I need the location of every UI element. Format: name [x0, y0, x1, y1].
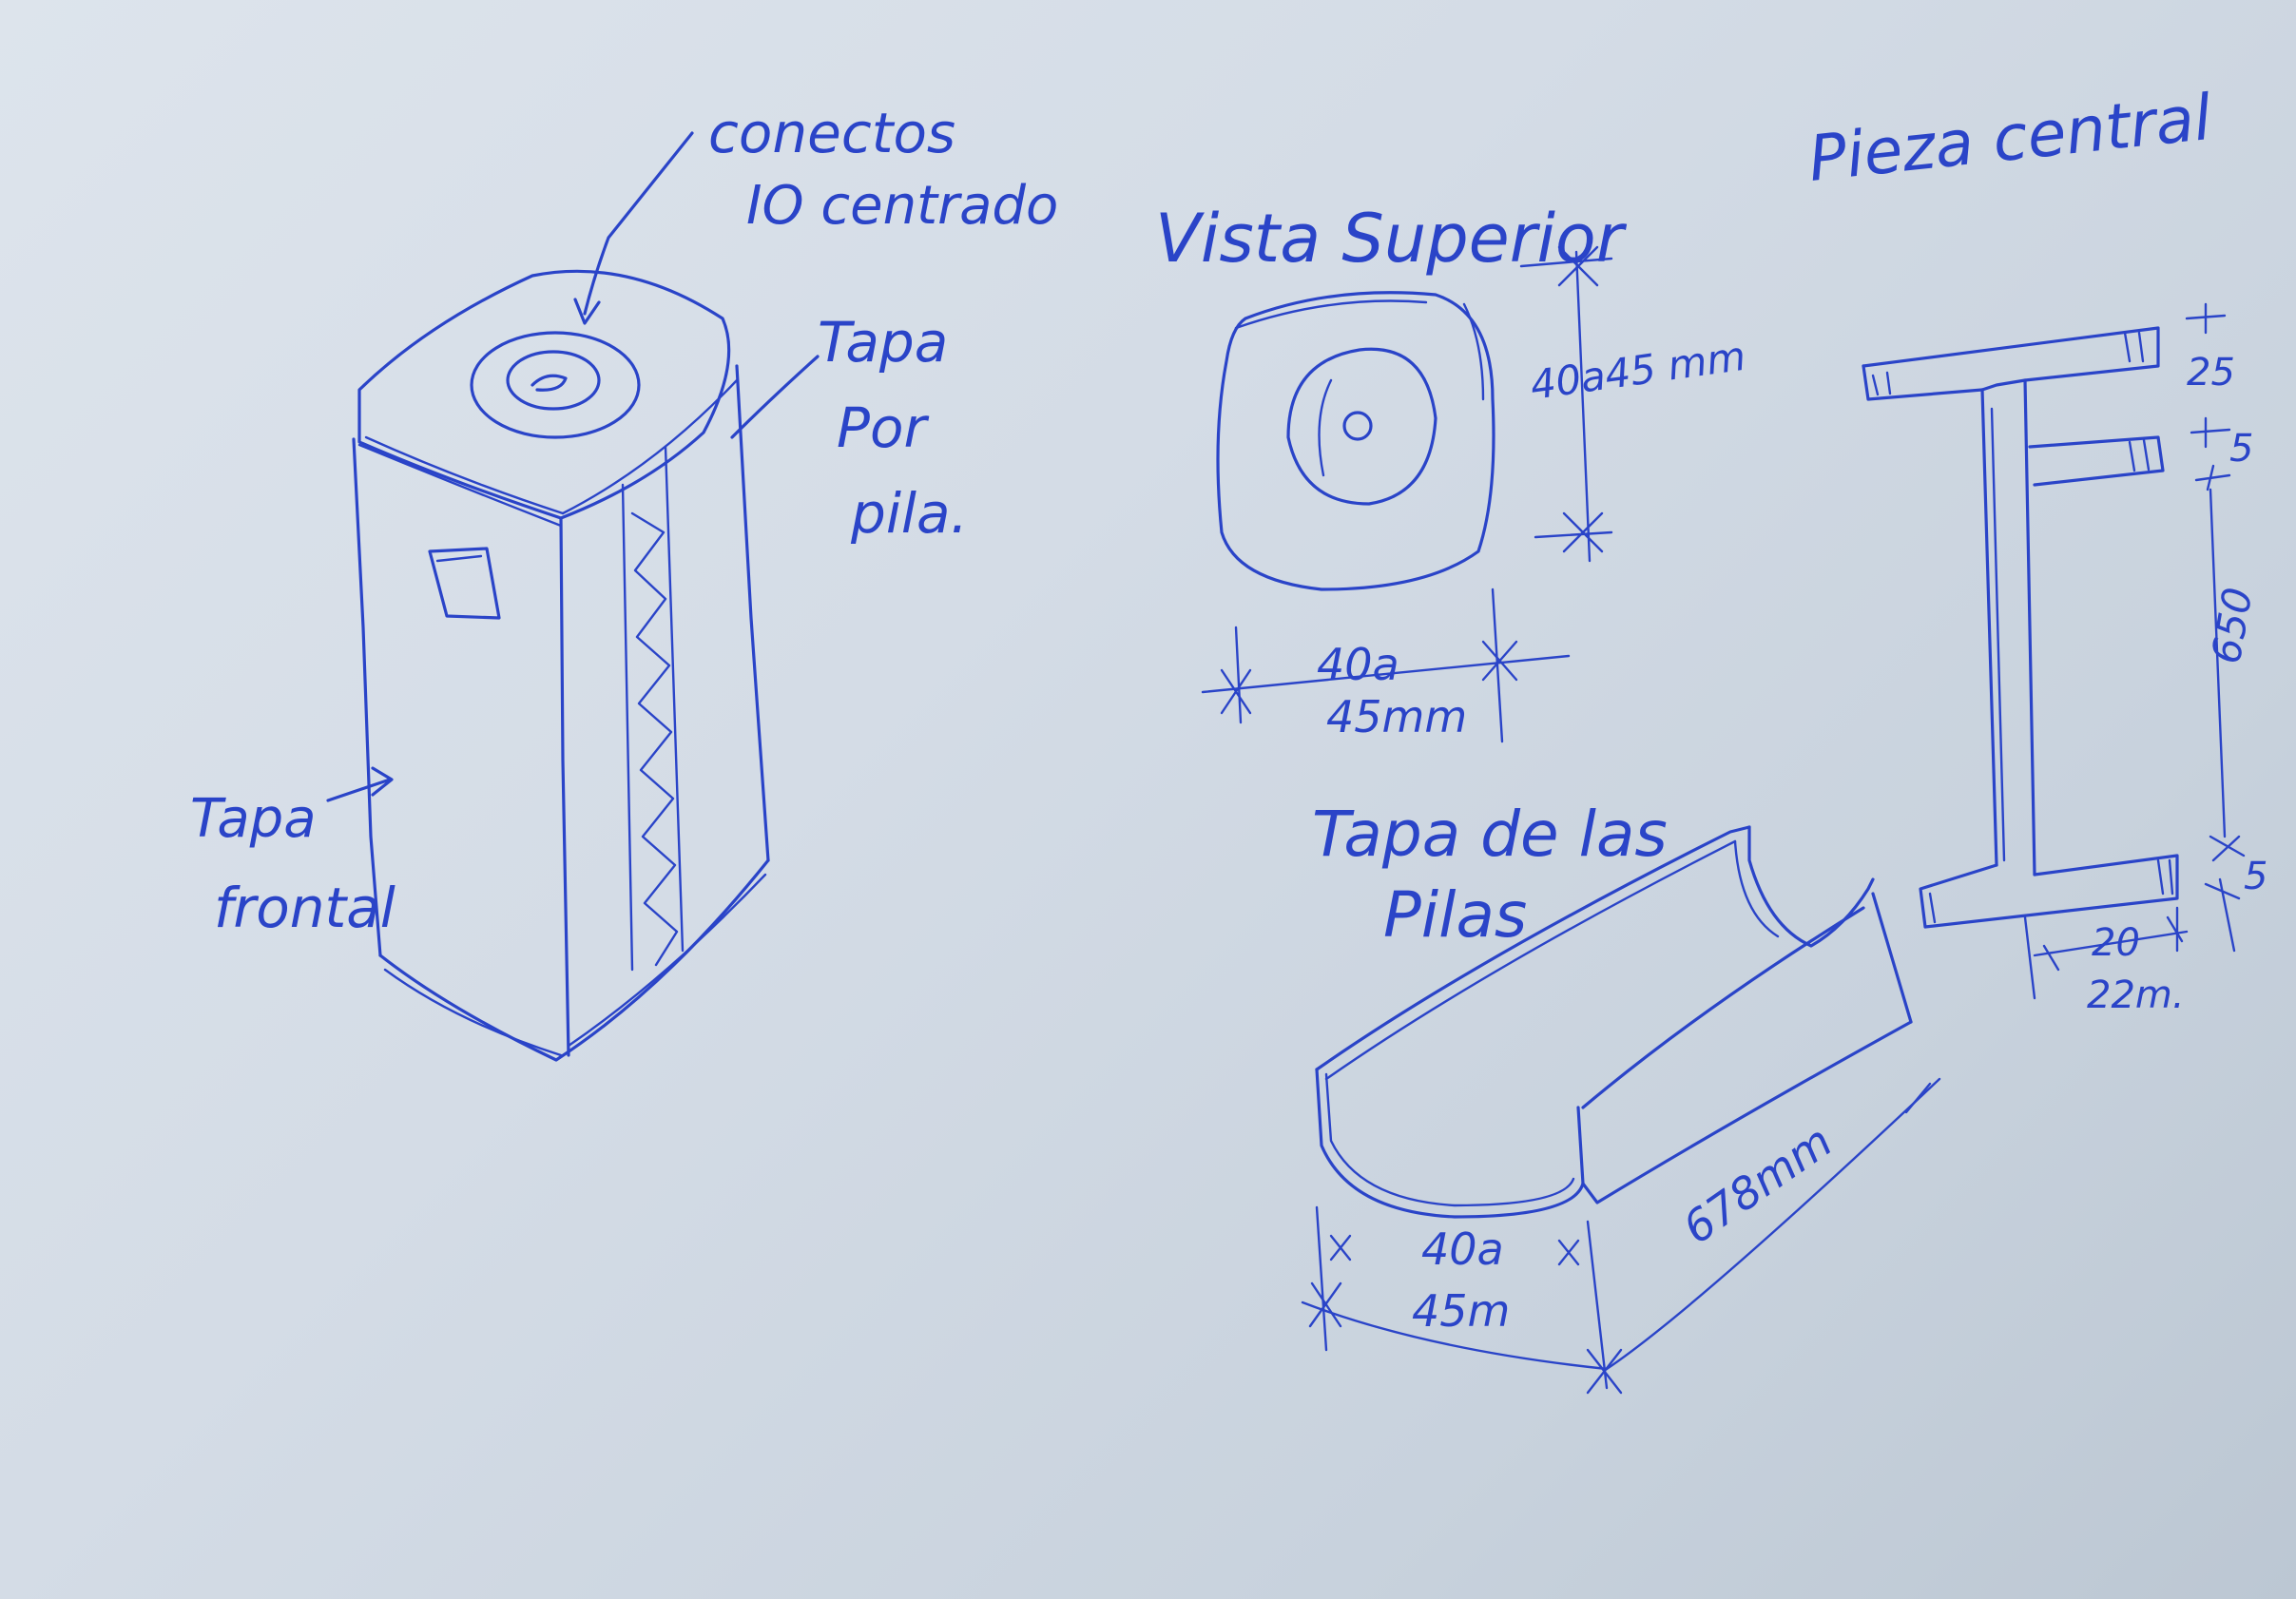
top-view-width-label-1: 40a [1317, 639, 1399, 690]
cover-width-label-1: 40a [1421, 1223, 1504, 1275]
top-view-width-label-2: 45mm [1326, 691, 1467, 742]
piece-dim-top: 25 [2187, 351, 2235, 395]
tapa-pila-label-3: pila. [850, 481, 968, 546]
battery-cover-drawing [1315, 825, 1913, 1219]
tapa-pila-label-1: Tapa [818, 310, 948, 375]
cover-width-label-2: 45m [1412, 1285, 1510, 1337]
top-view-height-dim [1519, 245, 1613, 563]
cover-length-label: 678mm [1673, 1115, 1841, 1254]
tapa-frontal-arrow [326, 766, 394, 802]
battery-box-drawing [352, 269, 770, 1062]
battery-cover-dims [1301, 1077, 1941, 1395]
piece-dim-gap-1: 5 [2229, 427, 2253, 471]
top-view-width-dim [1201, 588, 1571, 743]
piece-dim-height: 650 [2203, 584, 2262, 666]
tapa-pilas-title-1: Tapa de las [1312, 798, 1668, 871]
connector-sub-label: IO centrado [746, 175, 1058, 237]
central-piece-drawing [1862, 326, 2179, 929]
vista-superior-title: Vista Superior [1155, 200, 1628, 278]
connector-label: conectos [708, 101, 955, 165]
tapa-pila-arrow [730, 355, 820, 439]
piece-dim-width-2: 22m. [2087, 973, 2185, 1017]
tapa-frontal-label-2: frontal [214, 876, 396, 940]
top-view-height-label: 40a45 mm [1528, 333, 1748, 409]
connector-arrow [573, 131, 694, 325]
central-piece-dims [2023, 302, 2246, 1000]
piece-dim-width-1: 20 [2092, 921, 2140, 965]
tapa-pila-label-2: Por [837, 395, 929, 460]
piece-dim-gap-2: 5 [2244, 855, 2267, 898]
tapa-pilas-title-2: Pilas [1383, 878, 1527, 952]
top-view-drawing [1216, 291, 1495, 591]
tapa-frontal-label-1: Tapa [190, 788, 317, 850]
pieza-central-title: Pieza central [1805, 81, 2216, 196]
